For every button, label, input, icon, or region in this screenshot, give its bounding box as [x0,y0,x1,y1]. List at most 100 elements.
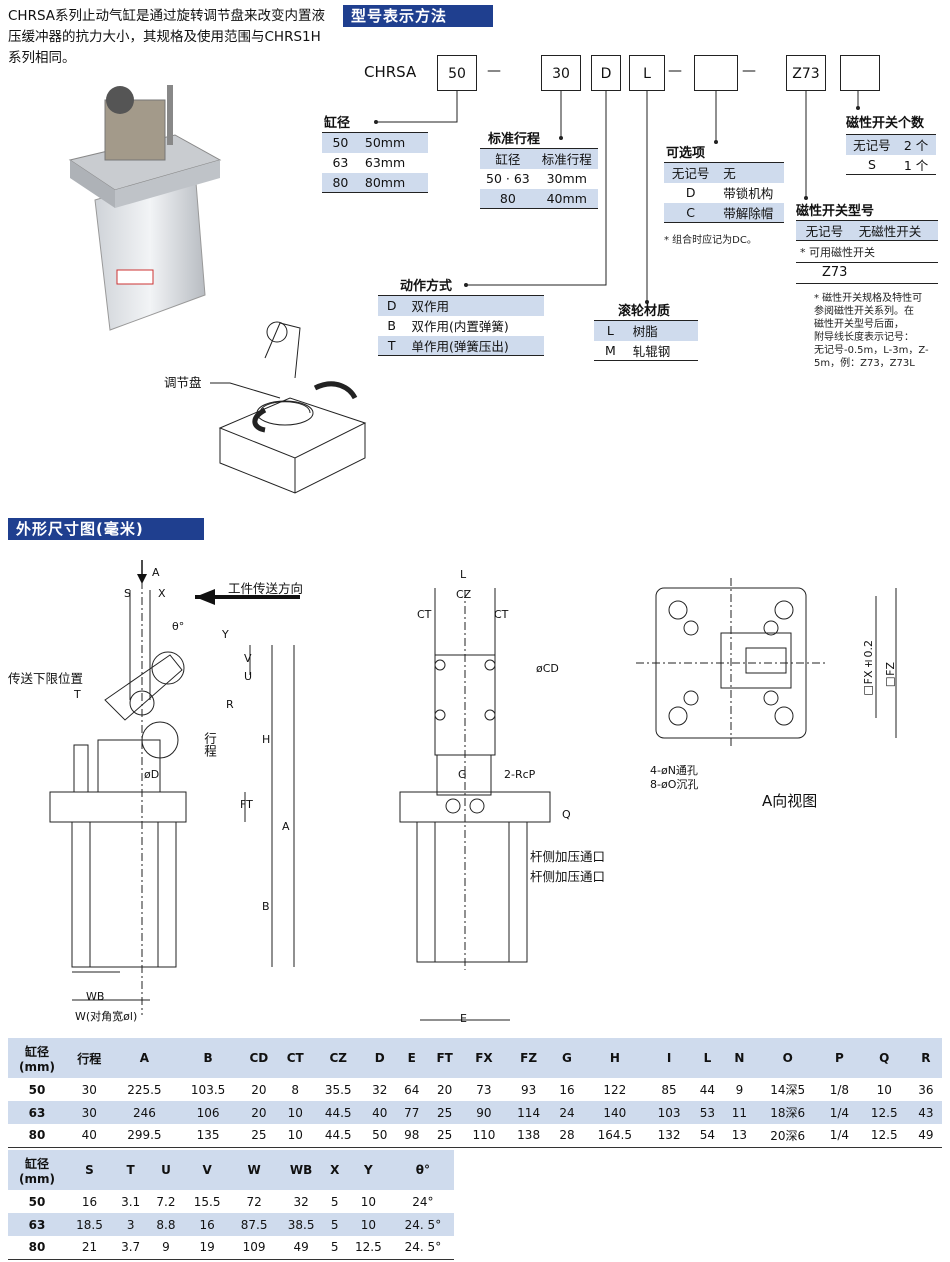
table-cell: 24 [550,1101,583,1124]
switch-count-title: 磁性开关个数 [846,116,925,131]
product-photo [68,85,222,331]
table-cell: 8.8 [148,1213,184,1236]
switch-note: * 磁性开关规格及特性可 参阅磁性开关系列。在 磁性开关型号后面， 附导线长度表… [814,292,944,370]
dim-a: A [282,820,290,833]
dim-u: U [244,670,253,683]
table-cell: 77 [395,1101,428,1124]
table-cell: 20 [437,1082,453,1097]
dim-h: H [262,733,271,746]
front-view-drawing [399,588,551,1021]
dim-cd: øCD [536,662,559,675]
table-cell: 18深6 [755,1101,821,1124]
action-desc-d: 双作用 [405,295,544,316]
t2-head-s: S [66,1150,113,1190]
table-cell: 72 [246,1194,262,1209]
switch-type-desc-none: 无磁性开关 [852,220,938,241]
t2-head-bore: 缸径 (mm) [8,1150,66,1190]
model-box-roller: L [629,55,665,91]
table-cell: 12.5 [858,1101,910,1124]
table-cell: 12.5 [344,1236,392,1260]
port-callout-1: 杆侧加压通口 [530,849,606,864]
table-row-key: 80 [8,1124,66,1148]
table-cell: 21 [66,1236,113,1260]
option-code-none: 无记号 [664,162,718,183]
option-code-c: C [664,202,718,223]
side-view-drawing [49,560,300,1015]
model-dash-3: — [742,63,756,79]
t1-head-a: A [112,1038,177,1078]
table-cell: 40 [66,1124,113,1148]
action-code-b: B [387,318,396,333]
table-cell: 93 [520,1082,537,1097]
table-cell: 103.5 [190,1082,226,1097]
dim-y: Y [222,628,229,641]
feed-direction-callout: 工件传送方向 [228,581,304,596]
switch-count-val-none: 2 个 [897,134,936,155]
t1-head-e: E [395,1038,428,1078]
action-code-t: T [378,335,406,356]
table-cell: 3.1 [121,1194,141,1209]
dim-ct-right: CT [494,608,509,621]
table-row-key: 63 [8,1213,66,1236]
table-cell: 7.2 [156,1194,176,1209]
action-desc-b: 双作用(内置弹簧) [411,319,509,334]
option-desc-c: 带解除帽 [717,202,784,223]
t1-head-cz: CZ [312,1038,364,1078]
switch-note-line-1: * 磁性开关规格及特性可 [814,293,923,304]
table-cell: 5 [330,1194,339,1209]
dim-rcp: 2-RcP [504,768,536,781]
action-desc-t: 单作用(弹簧压出) [405,335,544,356]
t1-head-cd: CD [239,1038,278,1078]
holes-callout-1: 4-øN通孔 [650,764,698,777]
model-box-switch: Z73 [786,55,826,91]
table-cell: 132 [646,1124,692,1148]
table-cell: 24. 5° [391,1236,454,1260]
a-view-caption: A向视图 [762,792,818,810]
dim-v: V [244,652,252,665]
dim-b: B [262,900,270,913]
table-cell: 24° [412,1194,434,1209]
t2-head-t: T [112,1150,149,1190]
stroke-val-2: 40mm [535,188,598,209]
dim-g: G [458,768,467,781]
table-cell: 299.5 [112,1124,177,1148]
table-cell: 44.5 [312,1124,364,1148]
table-cell: 16 [183,1213,231,1236]
switch-note-line-2: 参阅磁性开关系列。在 [814,306,914,317]
model-box-action: D [591,55,621,91]
table-cell: 1/4 [820,1101,859,1124]
model-dash-2: — [668,63,682,79]
switch-count-code-s: S [846,154,898,175]
bore-code-80: 80 [322,172,359,193]
table-cell: 106 [176,1101,240,1124]
switch-type-code-none: 无记号 [796,220,853,241]
roller-title: 滚轮材质 [618,304,671,319]
stroke-head-bore: 缸径 [480,148,536,169]
t1-head-n: N [723,1038,756,1078]
model-box-bore: 50 [437,55,477,91]
action-title: 动作方式 [400,279,453,294]
roller-mat-l: 树脂 [626,320,698,341]
table-cell: 109 [230,1236,278,1260]
connector-lines [374,91,860,304]
table-row-key: 80 [8,1236,66,1260]
stroke-bore-2: 80 [480,188,536,209]
dim-l: L [460,568,467,581]
table-cell: 9 [148,1236,184,1260]
table-cell: 11 [723,1101,756,1124]
table-cell: 18.5 [66,1213,113,1236]
table-cell: 24. 5° [391,1213,454,1236]
dim-a-arrow: A [152,566,160,579]
switch-note-line-3: 磁性开关型号后面， [814,319,904,330]
dim-fz: □FZ [884,662,897,689]
table-cell: 164.5 [582,1124,647,1148]
section-model-title: 型号表示方法 [343,5,493,27]
